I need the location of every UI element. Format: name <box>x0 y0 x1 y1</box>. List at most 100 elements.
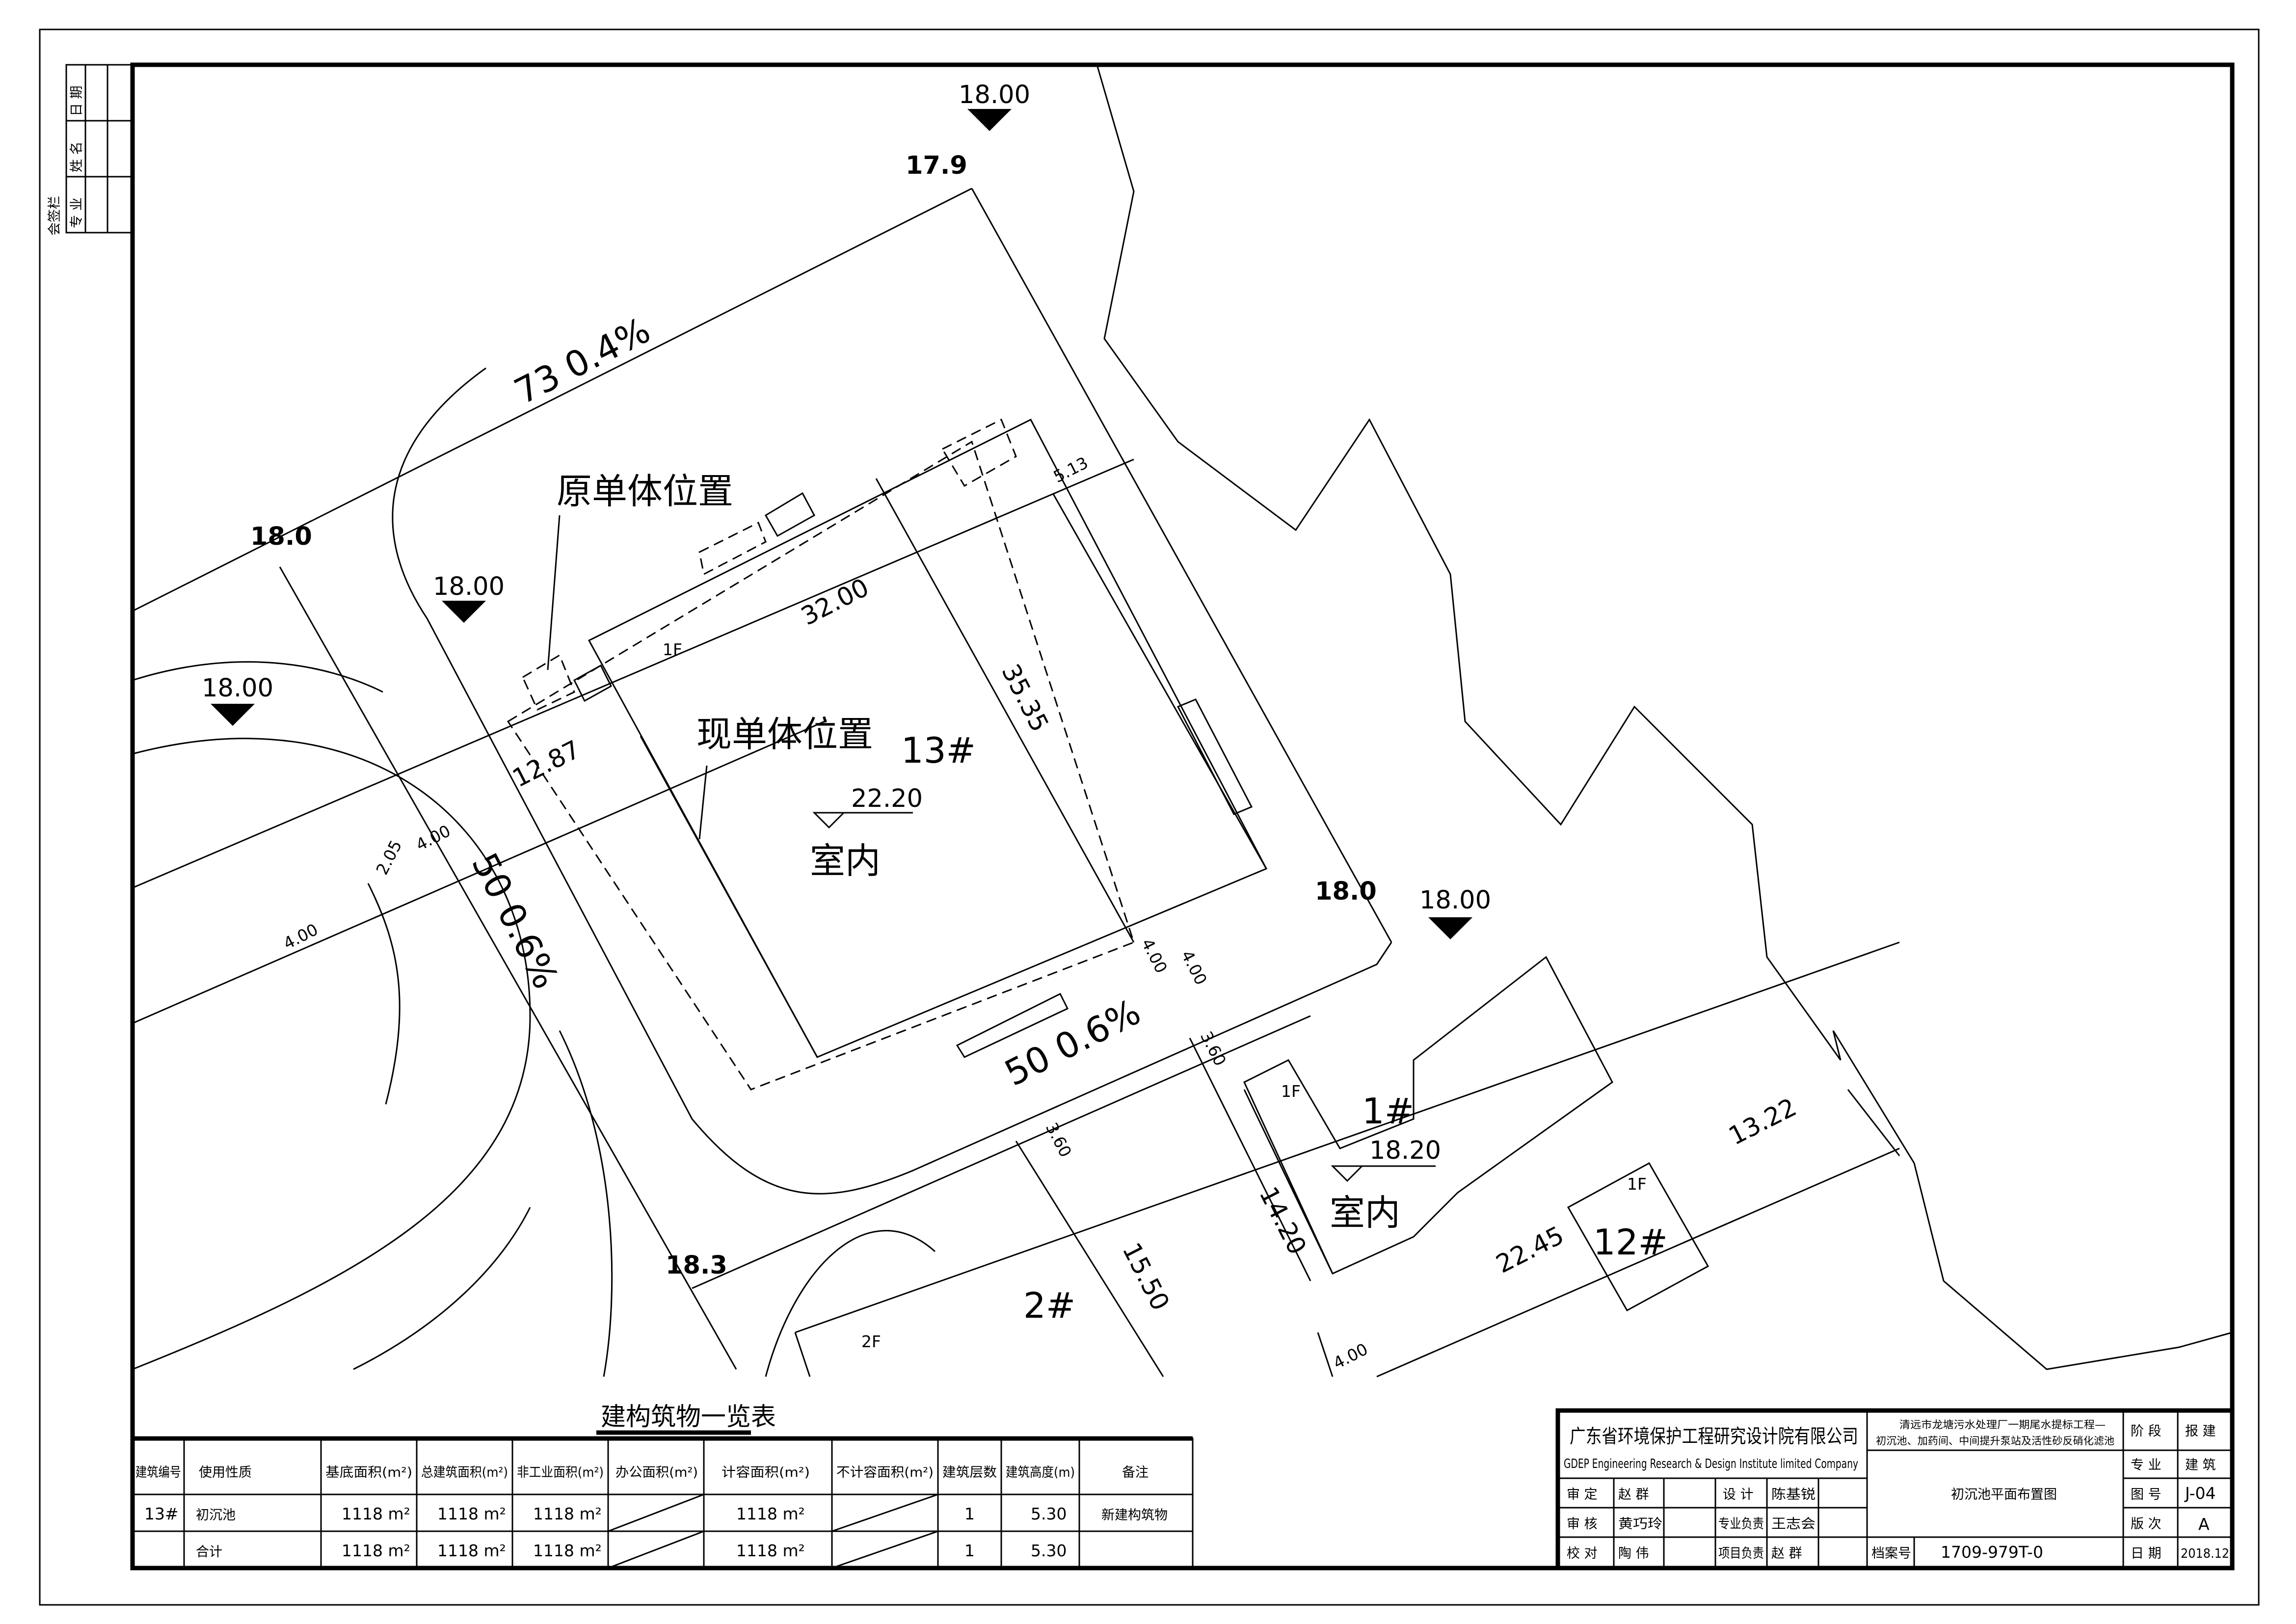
table-cell: 1118 m² <box>437 1504 506 1523</box>
table-cell: 合计 <box>196 1544 222 1560</box>
table-row: 合计 1118 m² 1118 m² 1118 m² 1118 m² 1 5.3… <box>196 1541 1067 1560</box>
dimension-label: 22.45 <box>1492 1221 1569 1279</box>
slope-label: 73 0.4% <box>508 309 657 412</box>
meta-label: 图 号 <box>2131 1487 2162 1502</box>
table-cell: 1118 m² <box>437 1541 506 1560</box>
indoor-elevation: 22.20 <box>851 784 923 813</box>
building-number-12: 12# <box>1593 1222 1668 1263</box>
slope-label: 50 0.6% <box>998 991 1147 1094</box>
signature-title: 会签栏 <box>47 196 62 236</box>
dimension-label: 12.87 <box>508 735 585 794</box>
slope-label: 50 0.6% <box>464 847 567 995</box>
table-cell: 1 <box>964 1504 975 1523</box>
elevation-label: 18.00 <box>433 572 505 601</box>
dimension-label: 32.00 <box>797 573 874 632</box>
indoor-elevation: 18.20 <box>1369 1136 1441 1165</box>
table-header: 计容面积(m²) <box>721 1465 810 1480</box>
dimension-label: 4.00 <box>280 920 321 953</box>
table-cell: 13# <box>144 1504 179 1523</box>
table-header: 总建筑面积(m²) <box>421 1465 508 1480</box>
signoff-name: 黄巧玲 <box>1618 1517 1662 1532</box>
archive-label: 档案号 <box>1871 1546 1911 1561</box>
drawing-number: J-04 <box>2184 1484 2216 1503</box>
revision: A <box>2198 1515 2210 1534</box>
table-row: 13# 初沉池 1118 m² 1118 m² 1118 m² 1118 m² … <box>144 1504 1168 1523</box>
elevation-label: 17.9 <box>906 151 967 180</box>
date: 2018.12 <box>2181 1546 2229 1561</box>
drawing-name: 初沉池平面布置图 <box>1951 1487 2057 1502</box>
table-header: 基底面积(m²) <box>325 1465 412 1480</box>
table-cell: 5.30 <box>1031 1504 1067 1523</box>
table-header: 不计容面积(m²) <box>836 1465 934 1480</box>
building-table: 建构筑物一览表 建筑编号 使用性质 基底面积(m²) 总建筑面积(m²) 非工业… <box>132 1403 1194 1569</box>
floor-label: 1F <box>1281 1082 1301 1101</box>
drawing-labels: 73 0.4% 原单体位置 现单体位置 13# 1F 32.00 35.35 5… <box>280 309 1801 1373</box>
title-block: 广东省环境保护工程研究设计院有限公司 GDEP Engineering Rese… <box>1555 1408 2235 1571</box>
signoff-name: 王志会 <box>1771 1517 1815 1532</box>
dimension-label: 35.35 <box>995 660 1054 737</box>
dimension-label: 3.60 <box>1042 1119 1075 1160</box>
table-title: 建构筑物一览表 <box>601 1403 776 1432</box>
signoff-name: 赵 群 <box>1618 1487 1649 1502</box>
table-header: 建筑层数 <box>942 1465 997 1480</box>
signoff-role: 审 定 <box>1567 1487 1598 1502</box>
indoor-label: 室内 <box>810 840 881 881</box>
table-cell: 1118 m² <box>533 1504 602 1523</box>
table-cell: 5.30 <box>1031 1541 1067 1560</box>
dimension-label: 4.00 <box>1330 1339 1371 1373</box>
floor-label: 1F <box>1627 1174 1647 1194</box>
signoff-name: 陶 伟 <box>1618 1546 1649 1561</box>
meta-label: 专 业 <box>2131 1458 2162 1473</box>
building-number-1: 1# <box>1362 1091 1414 1132</box>
building-13 <box>507 418 1268 1091</box>
dimension-label: 2.05 <box>372 837 405 878</box>
table-header: 使用性质 <box>199 1465 252 1480</box>
elevation-label: 18.00 <box>1419 886 1491 915</box>
elevation-label: 18.0 <box>1315 877 1377 906</box>
elevation-label: 18.3 <box>666 1251 727 1280</box>
building-number-2: 2# <box>1023 1285 1075 1326</box>
meta-label: 日 期 <box>2131 1546 2162 1561</box>
table-cell: 1118 m² <box>533 1541 602 1560</box>
table-header: 办公面积(m²) <box>615 1465 698 1480</box>
site-lines <box>132 64 2233 1378</box>
floor-label: 2F <box>861 1332 881 1351</box>
drawing-frame <box>130 62 2235 1571</box>
buildings-other <box>1243 956 1709 1312</box>
signature-header-name: 姓 名 <box>69 141 84 172</box>
company-name-en: GDEP Engineering Research & Design Insti… <box>1564 1457 1858 1471</box>
signoff-role: 设 计 <box>1723 1487 1754 1502</box>
table-cell: 1118 m² <box>736 1504 805 1523</box>
dimension-label: 4.00 <box>413 821 454 854</box>
archive-number: 1709-979T-0 <box>1941 1543 2043 1562</box>
dimension-label: 15.50 <box>1116 1238 1175 1315</box>
table-header: 非工业面积(m²) <box>517 1465 604 1480</box>
table-cell: 初沉池 <box>196 1508 236 1523</box>
signoff-name: 赵 群 <box>1771 1546 1802 1561</box>
elevation-label: 18.00 <box>202 674 273 703</box>
table-header: 备注 <box>1122 1465 1148 1480</box>
elevation-label: 18.00 <box>959 80 1030 109</box>
table-cell: 1118 m² <box>342 1504 410 1523</box>
signoff-name: 陈基锐 <box>1771 1487 1815 1502</box>
project-title-line1: 清远市龙塘污水处理厂一期尾水提标工程— <box>1899 1419 2106 1431</box>
signoff-role: 审 核 <box>1567 1517 1598 1532</box>
company-name-cn: 广东省环境保护工程研究设计院有限公司 <box>1570 1426 1858 1448</box>
outer-border <box>39 28 2260 1606</box>
dimension-label: 4.00 <box>1177 947 1211 988</box>
indoor-label: 室内 <box>1330 1192 1400 1233</box>
meta-value: 建 筑 <box>2185 1458 2216 1473</box>
table-cell: 1118 m² <box>342 1541 410 1560</box>
elevation-markers: 18.00 18.00 18.00 18.00 17.9 18.0 18.0 1… <box>202 80 1491 1280</box>
project-title-line2: 初沉池、加药间、中间提升泵站及活性砂反硝化滤池 <box>1876 1435 2114 1447</box>
signoff-role: 项目负责 <box>1718 1546 1764 1561</box>
floor-label: 1F <box>663 640 682 659</box>
meta-label: 版 次 <box>2131 1517 2162 1532</box>
signoff-role: 专业负责 <box>1718 1517 1764 1532</box>
table-cell: 1118 m² <box>736 1541 805 1560</box>
dimension-label: 13.22 <box>1724 1093 1801 1151</box>
dimension-label: 14.20 <box>1253 1182 1311 1259</box>
dimension-label: 5.13 <box>1050 453 1091 486</box>
meta-value: 报 建 <box>2185 1424 2216 1439</box>
